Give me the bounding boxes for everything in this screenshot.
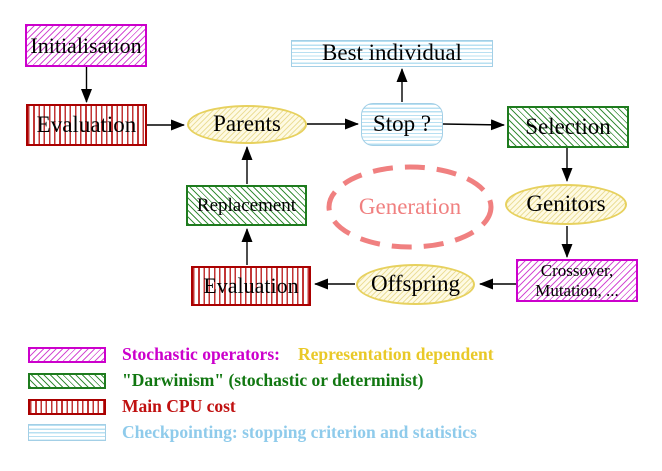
node-offspring: Offspring <box>356 264 475 305</box>
legend-swatch-red-stripes <box>28 398 106 415</box>
node-best-individual-label: Best individual <box>322 40 462 66</box>
node-evaluation-top-label: Evaluation <box>36 111 137 137</box>
node-replacement-label: Replacement <box>196 194 297 216</box>
node-evaluation-top: Evaluation <box>26 104 147 146</box>
node-best-individual: Best individual <box>291 40 493 67</box>
legend-row-cpu-cost: Main CPU cost <box>28 396 236 417</box>
node-evaluation-bottom: Evaluation <box>191 266 311 306</box>
legend-swatch-green-hatch <box>28 372 106 389</box>
node-replacement: Replacement <box>186 185 307 226</box>
node-offspring-label: Offspring <box>370 271 460 297</box>
edge-stop-to-selection <box>442 119 505 131</box>
node-parents-label: Parents <box>213 111 281 137</box>
legend-row-darwinism: "Darwinism" (stochastic or determinist) <box>28 370 424 391</box>
node-stop-label: Stop ? <box>372 111 432 137</box>
node-initialisation: Initialisation <box>25 24 147 67</box>
node-stop: Stop ? <box>361 103 443 146</box>
node-crossover-label-line1: Crossover, <box>540 261 614 281</box>
node-selection: Selection <box>507 106 629 148</box>
node-genitors: Genitors <box>505 184 627 225</box>
legend-swatch-magenta-hatch <box>28 346 106 363</box>
node-parents: Parents <box>187 105 307 144</box>
legend-row-checkpointing: Checkpointing: stopping criterion and st… <box>28 422 477 443</box>
node-crossover-mutation: Crossover, Mutation, ... <box>516 259 638 302</box>
node-selection-label: Selection <box>525 113 611 139</box>
node-initialisation-label: Initialisation <box>30 32 142 58</box>
generation-loop-label: Generation <box>358 194 462 219</box>
legend-label-representation-dependent: Representation dependent <box>297 344 494 364</box>
legend-swatch-cyan-stripes <box>28 424 106 441</box>
node-evaluation-bottom-label: Evaluation <box>203 273 299 299</box>
legend-label-stochastic-operators: Stochastic operators: <box>122 344 280 364</box>
node-crossover-label-line2: Mutation, ... <box>535 280 619 300</box>
legend-row-stochastic: Stochastic operators: Representation dep… <box>28 344 494 365</box>
legend-label-checkpointing: Checkpointing: stopping criterion and st… <box>122 422 477 442</box>
legend-label-darwinism: "Darwinism" (stochastic or determinist) <box>122 370 424 390</box>
legend-label-main-cpu-cost: Main CPU cost <box>122 396 236 416</box>
node-genitors-label: Genitors <box>526 191 606 217</box>
